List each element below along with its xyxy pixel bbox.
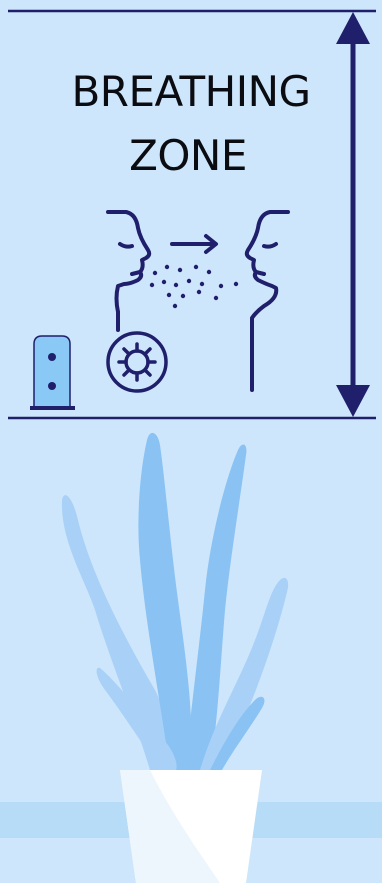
pot-icon [120,770,262,883]
air-purifier-icon [30,335,75,410]
virus-icon [106,331,168,393]
person-inhaling-icon [244,210,290,392]
person-exhaling-icon [106,210,152,332]
title-line-2: ZONE [129,131,247,180]
plant-icon [61,432,289,770]
droplets-icon [149,264,239,309]
breathing-zone-title: BREATHING ZONE [0,60,382,188]
breathing-zone-arrow-icon [336,12,370,417]
transmission-arrow-icon [170,234,218,254]
title-line-1: BREATHING [71,67,311,116]
